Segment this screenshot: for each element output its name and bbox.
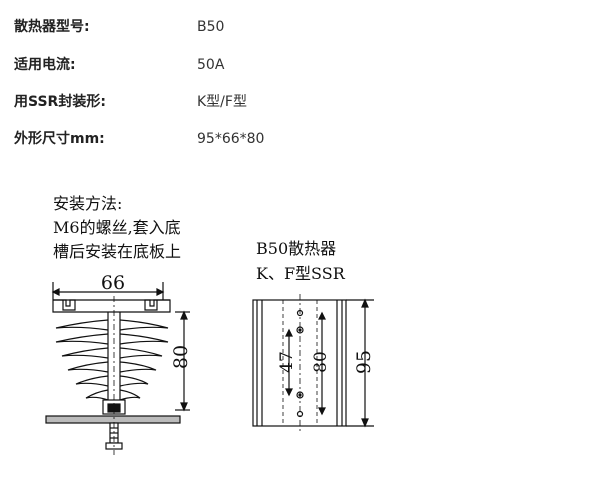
spec-value-dimensions: 95*66*80 bbox=[197, 131, 265, 147]
spec-label-dimensions: 外形尺寸mm: bbox=[14, 131, 105, 147]
top-view-title-line1: B50散热器 bbox=[256, 239, 336, 258]
top-view bbox=[252, 294, 374, 432]
spec-label-current: 适用电流: bbox=[14, 57, 76, 73]
spec-label-model: 散热器型号: bbox=[14, 19, 90, 35]
top-hole-dim-small: 47 bbox=[277, 351, 297, 373]
top-length-dim: 95 bbox=[353, 350, 375, 374]
spec-value-current: 50A bbox=[197, 57, 225, 73]
spec-value-model: B50 bbox=[197, 19, 225, 35]
top-hole-dim-large: 80 bbox=[311, 351, 331, 373]
front-view bbox=[45, 282, 190, 455]
install-note-line3: 槽后安装在底板上 bbox=[53, 242, 181, 261]
front-height-dim: 80 bbox=[170, 345, 192, 369]
install-note-line2: M6的螺丝,套入底 bbox=[53, 218, 181, 237]
spec-value-package: K型/F型 bbox=[197, 94, 247, 110]
install-note-line1: 安装方法: bbox=[53, 194, 122, 213]
spec-label-package: 用SSR封装形: bbox=[14, 94, 106, 110]
front-width-dim: 66 bbox=[101, 272, 125, 294]
top-view-title-line2: K、F型SSR bbox=[256, 264, 346, 283]
